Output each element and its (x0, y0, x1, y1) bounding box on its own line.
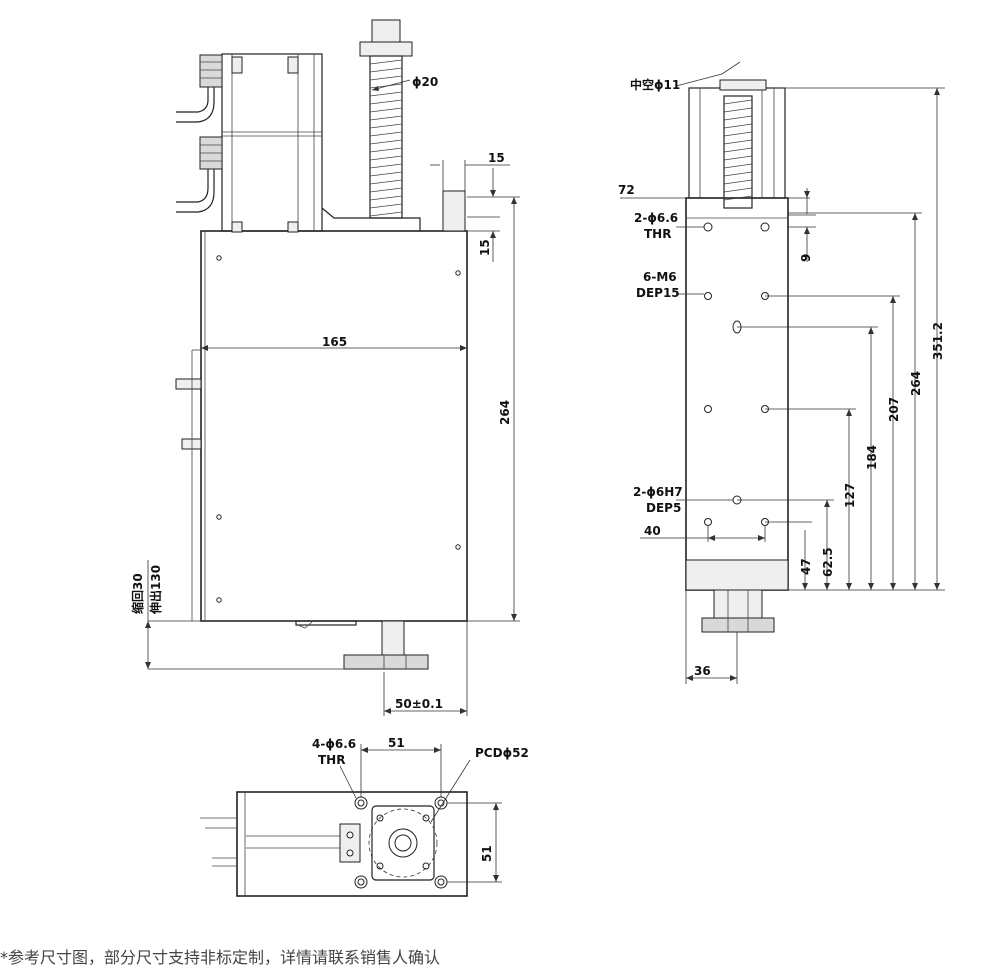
dim-264-front: 264 (498, 400, 512, 425)
side-dimensions (620, 61, 945, 684)
hole-spec-3-line2: DEP5 (646, 501, 681, 515)
hole-spec-2-line2: DEP15 (636, 286, 680, 300)
pcd-label: PCDϕ52 (475, 746, 529, 760)
hole-spec-3-line1: 2-ϕ6H7 (633, 485, 683, 499)
dim-207: 207 (887, 397, 901, 422)
dim-264-side: 264 (909, 371, 923, 396)
side-view: 中空ϕ11 72 2-ϕ6.6 THR 6-M6 DEP15 2-ϕ6H7 DE… (618, 61, 945, 684)
hole-spec-2-line1: 6-M6 (643, 270, 677, 284)
dim-50-tolerance: 50±0.1 (395, 697, 443, 711)
bottom-hole-spec-line2: THR (318, 753, 345, 767)
bottom-hole-spec-line1: 4-ϕ6.6 (312, 737, 356, 751)
footnote: *参考尺寸图，部分尺寸支持非标定制，详情请联系销售人确认 (0, 948, 441, 967)
bellows-diameter-label: ϕ20 (412, 75, 438, 89)
dim-47: 47 (799, 558, 813, 575)
hole-spec-1-line2: THR (644, 227, 671, 241)
hole-spec-1-line1: 2-ϕ6.6 (634, 211, 678, 225)
dim-9: 9 (799, 254, 813, 262)
dim-127: 127 (843, 483, 857, 508)
front-dimensions (145, 79, 520, 716)
dim-51-horizontal: 51 (388, 736, 405, 750)
bottom-view: 4-ϕ6.6 THR 51 51 PCDϕ52 (200, 736, 529, 897)
dim-40: 40 (644, 524, 661, 538)
dim-72: 72 (618, 183, 635, 197)
stroke-retract-label: 缩回30 (130, 573, 145, 614)
dim-351-2: 351.2 (931, 322, 945, 360)
dim-165: 165 (322, 335, 347, 349)
dim-15-top: 15 (488, 151, 505, 165)
dim-62-5: 62.5 (821, 547, 835, 577)
bottom-body (236, 791, 468, 897)
front-view: 165 264 15 15 ϕ20 伸出130 缩回30 50±0.1 (130, 19, 520, 716)
dim-15-side: 15 (478, 239, 492, 256)
dim-36: 36 (694, 664, 711, 678)
front-main-body (200, 230, 468, 622)
front-motor-block (221, 53, 323, 232)
dim-51-vertical: 51 (480, 845, 494, 862)
side-main-body (685, 197, 789, 591)
stroke-extend-label: 伸出130 (148, 565, 163, 615)
hollow-diameter-label: 中空ϕ11 (630, 77, 680, 92)
cable-connectors (176, 54, 223, 213)
side-motor-block (688, 87, 786, 199)
dim-184: 184 (865, 445, 879, 470)
bellows (359, 19, 413, 219)
rod-end (295, 620, 429, 670)
